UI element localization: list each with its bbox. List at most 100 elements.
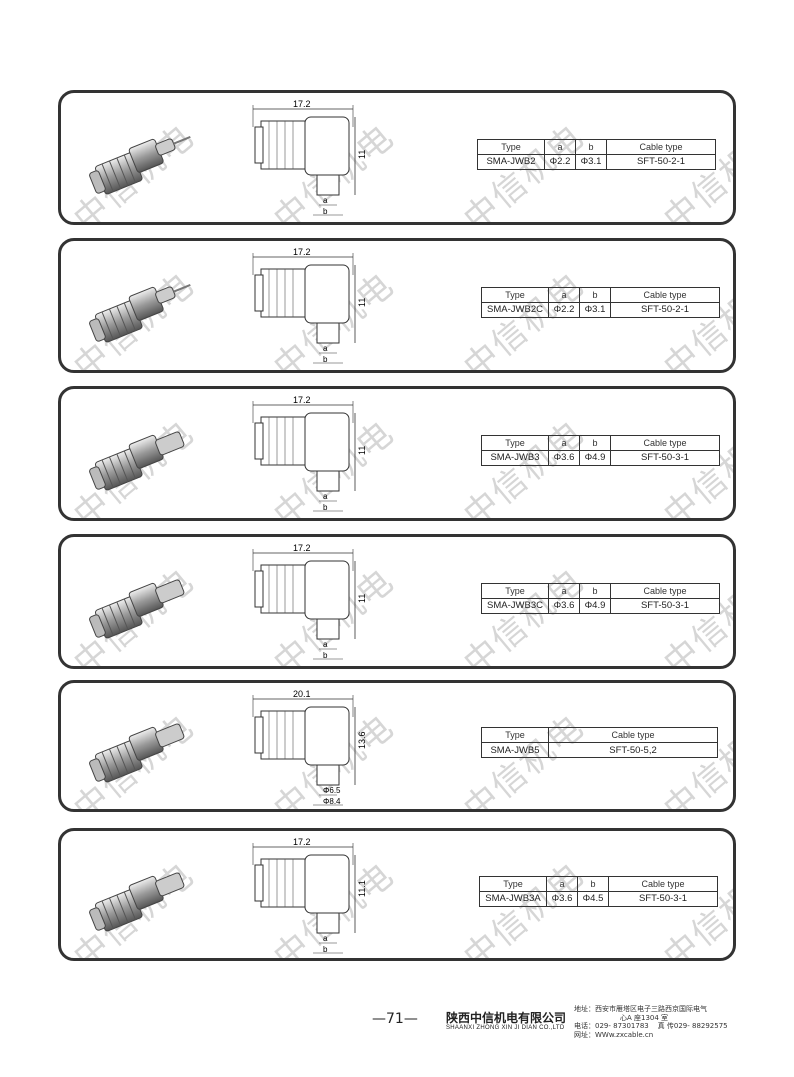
cell-type: SMA-JWB3A	[479, 890, 547, 907]
product-card: 中信机电中信机电中信机电中信机电 17.2 11 a b Type a b Ca…	[58, 386, 736, 521]
dimension-a: a	[323, 492, 328, 501]
cell-a: Φ2.2	[544, 153, 576, 170]
spec-table: Type a b Cable type SMA-JWB2C Φ2.2 Φ3.1 …	[481, 286, 720, 318]
header-type: Type	[481, 727, 549, 743]
address-line-2: 心A 座1304 室	[620, 1013, 669, 1022]
table-header-row: Type a b Cable type	[477, 138, 716, 155]
contact-line: 电话：029- 87301783 真 传029- 88292575	[574, 1022, 728, 1031]
connector-photo	[89, 579, 185, 638]
phone: 电话：029- 87301783	[574, 1022, 649, 1030]
spec-table: Type a b Cable type SMA-JWB3A Φ3.6 Φ4.5 …	[479, 875, 718, 907]
spec-table: Type a b Cable type SMA-JWB2 Φ2.2 Φ3.1 S…	[477, 138, 716, 170]
dimension-a: a	[323, 196, 328, 205]
product-card: 中信机电中信机电中信机电中信机电 17.2 11 a b Type a b Ca…	[58, 534, 736, 669]
product-card: 中信机电中信机电中信机电中信机电 17.2 11.1 a b Type a b …	[58, 828, 736, 961]
dimension-a: a	[323, 934, 328, 943]
table-header-row: Type a b Cable type	[479, 875, 718, 892]
connector-photo	[89, 872, 185, 931]
cell-a: Φ2.2	[548, 301, 580, 318]
cell-b: Φ4.9	[579, 597, 611, 614]
dimension-height: 11.1	[357, 880, 367, 897]
header-a: a	[548, 286, 580, 303]
dimension-a: a	[323, 344, 328, 353]
cell-cable: SFT-50-3-1	[610, 449, 720, 466]
dimension-width: 17.2	[293, 837, 311, 847]
dimension-width: 17.2	[293, 247, 311, 257]
header-b: b	[577, 875, 609, 892]
table-header-row: Type Cable type	[481, 727, 718, 743]
website: 网址：WWw.zxcable.cn	[574, 1030, 654, 1039]
header-cable: Cable type	[608, 875, 718, 892]
cell-type: SMA-JWB3C	[481, 597, 549, 614]
product-card: 中信机电中信机电中信机电中信机电 20.1 13.6 Φ6.5 Φ8.4 Typ…	[58, 680, 736, 812]
cell-type: SMA-JWB3	[481, 449, 549, 466]
header-a: a	[544, 138, 576, 155]
table-row: SMA-JWB3C Φ3.6 Φ4.9 SFT-50-3-1	[481, 597, 720, 614]
table-row: SMA-JWB2C Φ2.2 Φ3.1 SFT-50-2-1	[481, 301, 720, 318]
cell-a: Φ3.6	[548, 449, 580, 466]
dimension-drawing: 17.2 11 a b	[252, 99, 367, 216]
dimension-height: 13.6	[357, 731, 367, 749]
dimension-height: 11	[357, 298, 367, 307]
product-card: 中信机电中信机电中信机电中信机电 17.2 11 a b Type a b Ca…	[58, 238, 736, 373]
header-type: Type	[477, 138, 545, 155]
spec-table: Type a b Cable type SMA-JWB3C Φ3.6 Φ4.9 …	[481, 582, 720, 614]
cell-b: Φ4.9	[579, 449, 611, 466]
dimension-width: 17.2	[293, 395, 311, 405]
table-row: SMA-JWB5 SFT-50-5,2	[481, 742, 718, 758]
header-b: b	[575, 138, 607, 155]
spec-table: Type a b Cable type SMA-JWB3 Φ3.6 Φ4.9 S…	[481, 434, 720, 466]
cell-cable: SFT-50-3-1	[610, 597, 720, 614]
header-type: Type	[481, 434, 549, 451]
cell-cable: SFT-50-2-1	[606, 153, 716, 170]
dimension-b: Φ8.4	[323, 797, 341, 806]
header-cable: Cable type	[610, 286, 720, 303]
header-cable: Cable type	[610, 434, 720, 451]
cell-b: Φ4.5	[577, 890, 609, 907]
cell-cable: SFT-50-2-1	[610, 301, 720, 318]
cell-type: SMA-JWB2	[477, 153, 545, 170]
dimension-width: 17.2	[293, 99, 311, 109]
dimension-drawing: 17.2 11.1 a b	[252, 837, 367, 954]
cell-cable: SFT-50-3-1	[608, 890, 718, 907]
dimension-b: b	[323, 503, 328, 512]
dimension-width: 17.2	[293, 543, 311, 553]
dimension-drawing: 17.2 11 a b	[252, 395, 367, 512]
company-name-en: SHAANXI ZHONG XIN JI DIAN CO.,LTD	[446, 1025, 565, 1031]
header-a: a	[548, 582, 580, 599]
dimension-drawing: 17.2 11 a b	[252, 543, 367, 660]
company-contact: 地址：西安市雁塔区电子三路西京国际电气 心A 座1304 室 电话：029- 8…	[574, 1005, 728, 1039]
table-row: SMA-JWB3A Φ3.6 Φ4.5 SFT-50-3-1	[479, 890, 718, 907]
header-a: a	[548, 434, 580, 451]
header-type: Type	[479, 875, 547, 892]
dimension-width: 20.1	[293, 689, 311, 699]
cell-a: Φ3.6	[546, 890, 578, 907]
dimension-b: b	[323, 651, 328, 660]
cell-type: SMA-JWB2C	[481, 301, 549, 318]
cell-b: Φ3.1	[575, 153, 607, 170]
header-b: b	[579, 434, 611, 451]
dimension-b: b	[323, 945, 328, 954]
dimension-height: 11	[357, 150, 367, 159]
fax: 真 传029- 88292575	[657, 1022, 728, 1030]
connector-photo	[89, 431, 185, 490]
cell-a: Φ3.6	[548, 597, 580, 614]
table-header-row: Type a b Cable type	[481, 434, 720, 451]
dimension-drawing: 17.2 11 a b	[252, 247, 367, 364]
dimension-a: a	[323, 640, 328, 649]
header-b: b	[579, 582, 611, 599]
header-cable: Cable type	[548, 727, 718, 743]
dimension-drawing: 20.1 13.6 Φ6.5 Φ8.4	[252, 689, 367, 806]
header-cable: Cable type	[610, 582, 720, 599]
dimension-b: b	[323, 207, 328, 216]
dimension-height: 11	[357, 446, 367, 455]
page-footer: —71— 陕西中信机电有限公司 SHAANXI ZHONG XIN JI DIA…	[0, 1005, 794, 1045]
cell-cable: SFT-50-5,2	[548, 742, 718, 758]
page-number: —71—	[372, 1011, 418, 1027]
connector-photo	[89, 283, 191, 342]
cell-type: SMA-JWB5	[481, 742, 549, 758]
company-name-cn: 陕西中信机电有限公司	[446, 1011, 567, 1025]
connector-photo	[89, 135, 191, 194]
address-line: 地址：西安市雁塔区电子三路西京国际电气	[574, 1005, 707, 1013]
table-row: SMA-JWB2 Φ2.2 Φ3.1 SFT-50-2-1	[477, 153, 716, 170]
